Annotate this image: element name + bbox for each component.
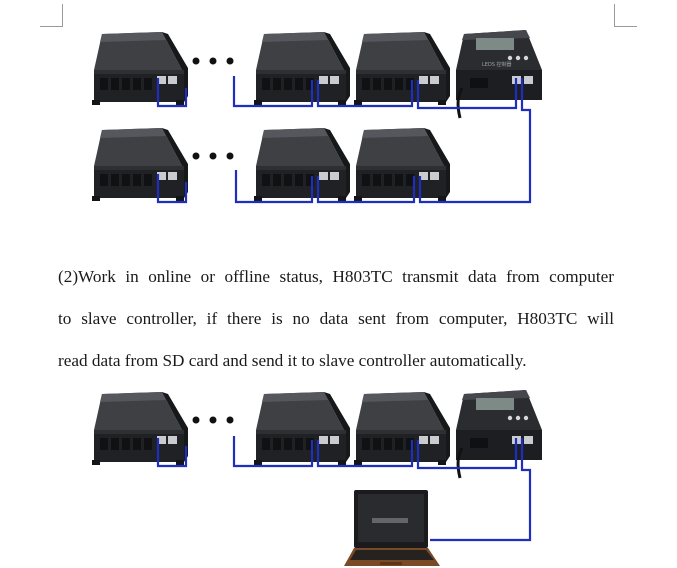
slave-controller-icon	[92, 128, 188, 201]
slave-controller-icon	[92, 32, 188, 105]
offline-cascade-diagram: LEDS 控制器	[92, 28, 544, 204]
ellipsis-icon	[192, 57, 234, 65]
description-paragraph: (2)Work in online or offline status, H80…	[58, 256, 614, 382]
paragraph-line: (2)Work in online or offline status, H80…	[58, 267, 614, 286]
ellipsis-icon	[192, 416, 234, 424]
slave-controller-icon	[254, 128, 350, 201]
slave-controller-icon	[354, 128, 450, 201]
master-panel-label: LEDS 控制器	[482, 61, 512, 68]
online-mode-diagram	[92, 388, 544, 566]
network-cable	[156, 76, 532, 204]
slave-controller-icon	[92, 392, 188, 465]
page-corner-mark-left	[40, 4, 63, 27]
master-controller-icon	[454, 28, 544, 120]
slave-controller-icon	[354, 392, 450, 465]
ellipsis-icon	[192, 152, 234, 160]
page-corner-mark-right	[614, 4, 637, 27]
master-controller-icon	[454, 388, 544, 480]
slave-controller-icon	[354, 32, 450, 105]
slave-controller-icon	[254, 32, 350, 105]
paragraph-line: read data from SD card and send it to sl…	[58, 351, 527, 370]
paragraph-line: to slave controller, if there is no data…	[58, 309, 614, 328]
slave-controller-icon	[254, 392, 350, 465]
network-cable	[156, 436, 532, 542]
laptop-icon	[344, 490, 440, 566]
